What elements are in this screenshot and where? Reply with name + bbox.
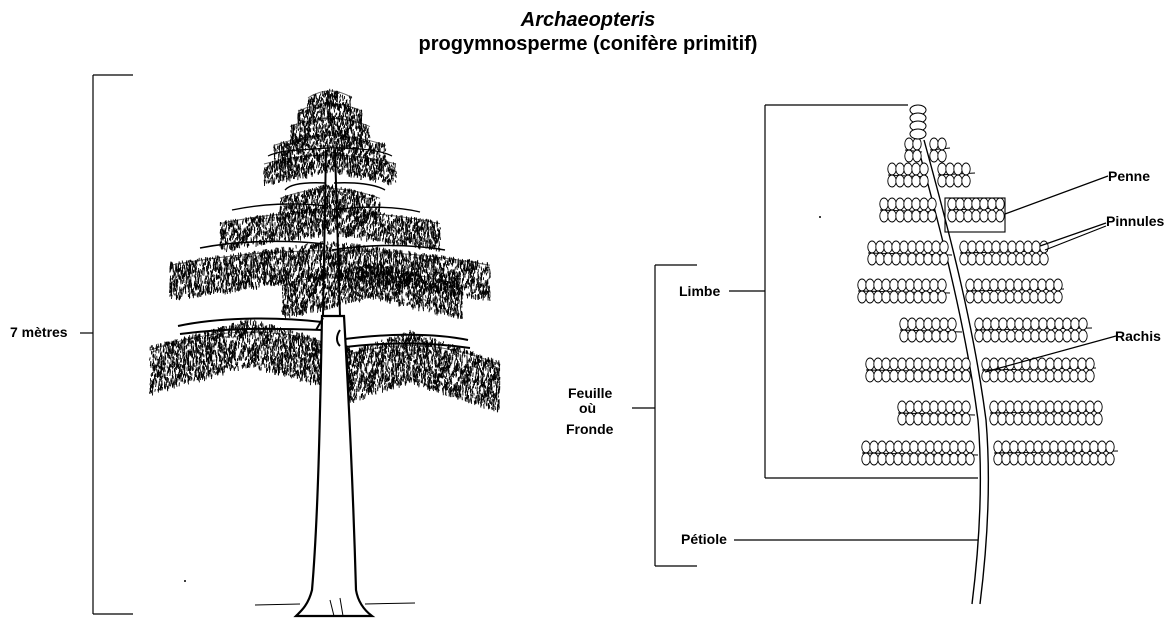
label-penne: Penne (1108, 168, 1150, 184)
label-rachis: Rachis (1115, 328, 1161, 344)
frond-illustration (819, 104, 1119, 605)
label-pinnules: Pinnules (1106, 213, 1165, 229)
rachis-outline-right (923, 139, 990, 605)
rachis-callout (984, 335, 1117, 373)
tree-trunk (184, 149, 416, 618)
height-bracket (80, 74, 133, 615)
title-genus: Archaeopteris (520, 9, 656, 31)
label-ou: où (579, 400, 596, 416)
feuille-bracket (632, 264, 697, 567)
label-feuille: Feuille (568, 385, 613, 401)
height-label: 7 mètres (10, 324, 68, 340)
label-limbe: Limbe (679, 283, 720, 299)
frond-apex (909, 104, 927, 140)
diagram-title: Archaeopteris progymnosperme (conifère p… (0, 8, 1176, 56)
limbe-bracket (729, 104, 978, 479)
frond-pinnae (857, 137, 1119, 466)
label-petiole: Pétiole (681, 531, 727, 547)
pinnules-callout (1039, 222, 1107, 251)
penne-callout (944, 175, 1109, 233)
tree-illustration (148, 88, 501, 618)
tree-foliage (148, 88, 501, 414)
title-description: progymnosperme (conifère primitif) (418, 33, 758, 55)
tree-branches (177, 147, 471, 349)
label-fronde: Fronde (566, 421, 614, 437)
